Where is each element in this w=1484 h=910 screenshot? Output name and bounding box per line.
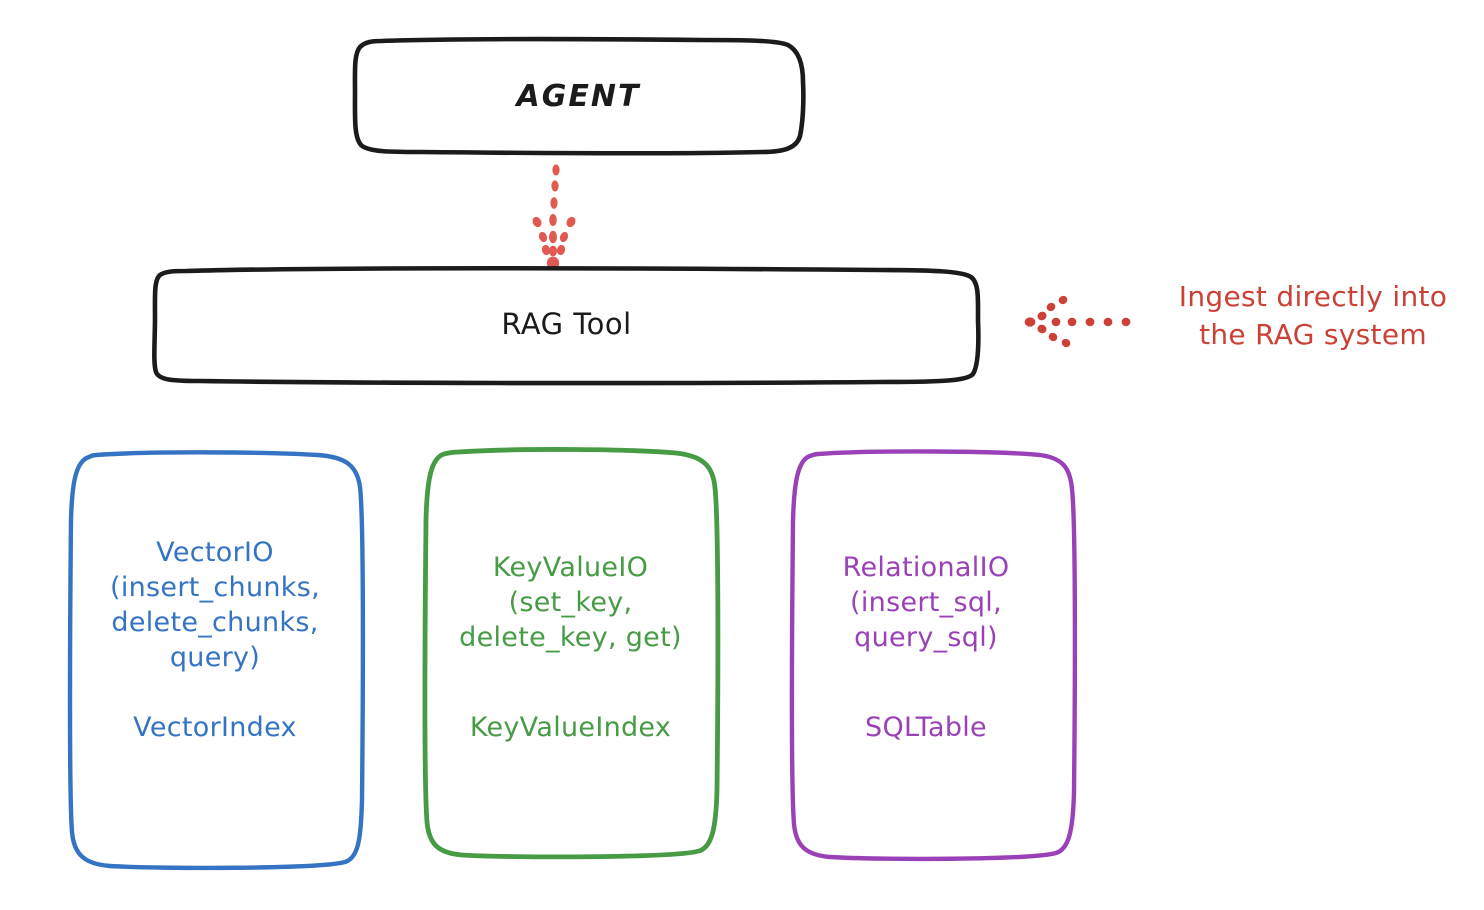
relational-io-subtitle: SQLTable — [865, 712, 987, 743]
key-value-io-subtitle: KeyValueIndex — [469, 712, 672, 743]
relational-io-box-outline — [789, 449, 1078, 862]
vector-io-title: VectorIO (insert_chunks, delete_chunks, … — [110, 537, 320, 674]
ingest-connector — [1024, 295, 1131, 348]
agent-box-outline — [352, 36, 806, 156]
rag-tool-node[interactable] — [152, 265, 981, 386]
agent-to-rag-connector — [532, 164, 576, 270]
rag-tool-box-outline — [152, 265, 981, 386]
key-value-io-box-outline — [422, 447, 721, 860]
vector-io-subtitle: VectorIndex — [133, 712, 297, 743]
relational-io-node[interactable] — [789, 449, 1078, 862]
ingest-annotation-text: Ingest directly into the RAG system — [1178, 280, 1448, 352]
key-value-io-title: KeyValueIO (set_key, delete_key, get) — [459, 552, 682, 654]
vector-io-box-outline — [67, 450, 366, 871]
key-value-io-node[interactable] — [422, 447, 721, 860]
relational-io-title: RelationalIO (insert_sql, query_sql) — [842, 552, 1010, 654]
agent-node[interactable] — [352, 36, 806, 156]
vector-io-node[interactable] — [67, 450, 366, 871]
